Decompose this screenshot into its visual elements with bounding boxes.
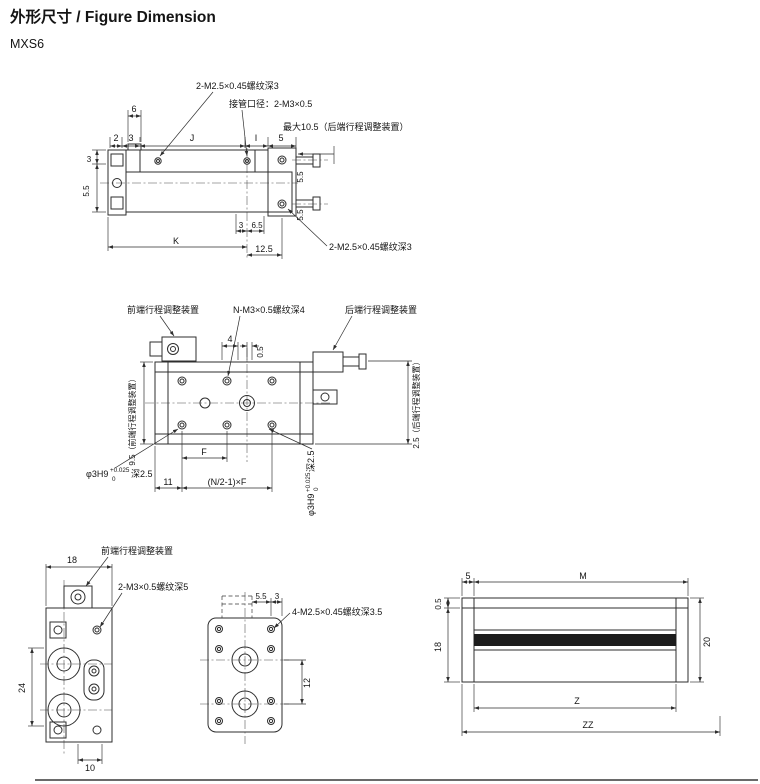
front-max-stroke-callout: 最大10.5（后端行程调整装置）	[283, 121, 409, 132]
top-dim-9-5: 9.5（前端行程调整装置）	[127, 374, 137, 465]
front-thread-top-callout: 2-M2.5×0.45螺纹深3	[196, 80, 279, 91]
hole-note-center-lower-tol: 0	[313, 487, 320, 491]
side-dim-ZZ: ZZ	[583, 720, 594, 730]
end-thread-callout: 2-M3×0.5螺纹深5	[118, 581, 188, 592]
front-dim-3-top: 3	[128, 133, 133, 143]
side-view: 5 M 0.5 18 20 Z ZZ	[433, 571, 721, 736]
front-dim-5-5-left: 5.5	[82, 185, 91, 197]
side-dim-Z: Z	[574, 696, 580, 706]
side-dim-20: 20	[702, 637, 712, 647]
front-dim-6-5: 6.5	[251, 221, 263, 230]
end-front-adjuster-callout: 前端行程调整装置	[101, 545, 173, 556]
front-dim-3-bottom: 3	[239, 221, 244, 230]
front-dim-5-5-right-upper: 5.5	[296, 171, 305, 183]
front-thread-bottom-callout: 2-M2.5×0.45螺纹深3	[329, 241, 412, 252]
front-dim-5-5-right-lower: 5.5	[296, 209, 305, 221]
front-dim-12-5: 12.5	[255, 244, 273, 254]
top-front-adjuster-callout: 前端行程调整装置	[127, 304, 199, 315]
hole-note-center-base: φ3H9	[306, 494, 316, 516]
top-thread-callout: N-M3×0.5螺纹深4	[233, 304, 305, 315]
end-view: 18 前端行程调整装置 2-M3×0.5螺纹深5 24 10	[17, 545, 188, 773]
top-hole-note-left: φ3H9 +0.025 0 深2.5	[86, 467, 153, 483]
side-view-rail-band	[474, 634, 676, 646]
model-label: MXS6	[10, 37, 44, 51]
front-port-callout: 接管口径：2-M3×0.5	[229, 98, 312, 109]
bottom-view-centerlines	[200, 592, 290, 744]
front-dim-I: I	[255, 133, 258, 143]
front-view-centerlines	[100, 148, 328, 258]
bottom-dim-3: 3	[275, 592, 280, 601]
front-dim-K: K	[173, 236, 179, 246]
front-dim-2: 2	[113, 133, 118, 143]
front-dim-5: 5	[278, 133, 283, 143]
side-view-extension-lines	[444, 578, 721, 736]
end-view-centerlines	[40, 580, 112, 756]
bottom-view-dimension-lines	[252, 600, 304, 704]
side-dim-0-5: 0.5	[434, 598, 443, 610]
top-view-body	[149, 336, 367, 445]
top-dim-pitch: (N/2-1)×F	[208, 477, 247, 487]
bottom-view: 5.5 3 4-M2.5×0.45螺纹深3.5 12	[200, 592, 382, 744]
hole-note-left-base: φ3H9	[86, 469, 108, 479]
hole-note-center-upper-tol: +0.025	[305, 472, 312, 492]
end-view-dimension-lines	[30, 556, 123, 762]
side-view-dimension-lines	[446, 580, 720, 734]
top-dim-2-5-rear: 2.5（后端行程调整装置）	[411, 357, 421, 448]
top-dim-F: F	[201, 447, 207, 457]
bottom-dim-12: 12	[302, 678, 312, 688]
bottom-view-body	[207, 617, 283, 733]
top-dim-0-5: 0.5	[256, 346, 265, 358]
top-view-extension-lines	[140, 342, 412, 492]
front-dim-6: 6	[131, 104, 136, 114]
page-title: 外形尺寸 / Figure Dimension	[10, 7, 216, 26]
end-dim-18: 18	[67, 555, 77, 565]
hole-note-left-upper-tol: +0.025	[110, 467, 130, 474]
end-view-body	[45, 585, 113, 743]
hole-note-left-lower-tol: 0	[112, 476, 116, 483]
top-hole-note-center: φ3H9 +0.025 0 深2.5	[305, 450, 320, 516]
hole-note-center-depth: 深2.5	[306, 450, 316, 472]
end-dim-24: 24	[17, 683, 27, 693]
side-dim-18: 18	[433, 642, 443, 652]
side-dim-M: M	[579, 571, 587, 581]
hole-note-left-depth: 深2.5	[131, 469, 153, 479]
side-dim-5: 5	[465, 571, 470, 581]
top-rear-adjuster-callout: 后端行程调整装置	[345, 304, 417, 315]
top-dim-11: 11	[163, 477, 172, 487]
front-dim-J: J	[190, 133, 195, 143]
front-view-dimension-lines	[95, 91, 334, 257]
top-view-centerlines	[145, 348, 330, 462]
front-view-body	[107, 143, 321, 217]
front-dim-3-left: 3	[87, 155, 92, 164]
end-dim-10: 10	[85, 763, 95, 773]
top-view-dimension-lines	[114, 315, 410, 490]
bottom-dim-5-5: 5.5	[255, 592, 267, 601]
top-dim-4: 4	[227, 334, 232, 344]
bottom-thread-callout: 4-M2.5×0.45螺纹深3.5	[292, 606, 382, 617]
bottom-view-hidden-lines	[221, 595, 253, 618]
top-view: 前端行程调整装置 N-M3×0.5螺纹深4 后端行程调整装置 4 0.5 9.5…	[86, 304, 421, 516]
front-view: 2-M2.5×0.45螺纹深3 接管口径：2-M3×0.5 最大10.5（后端行…	[82, 80, 412, 259]
